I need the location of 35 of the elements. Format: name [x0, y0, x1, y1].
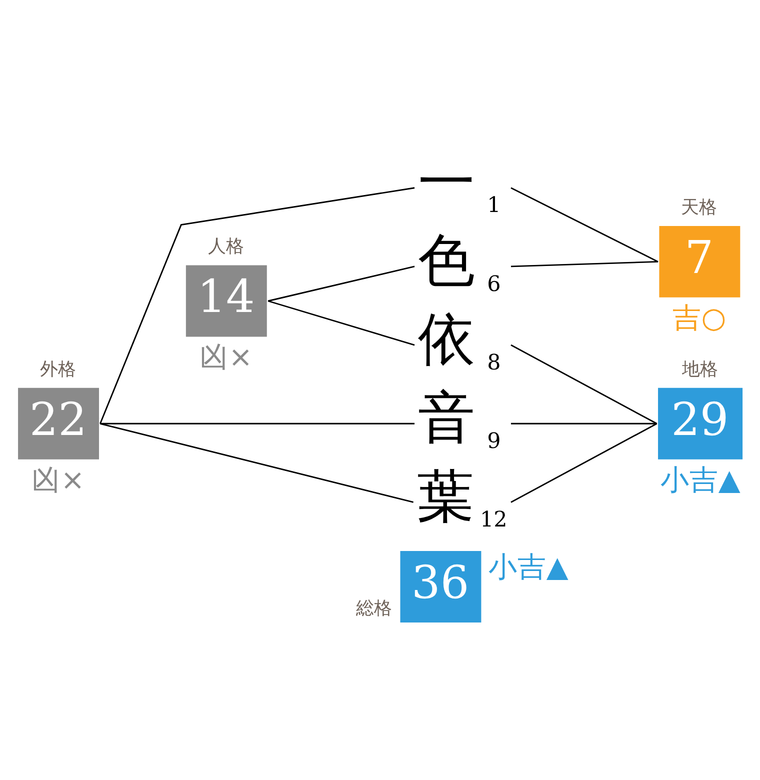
node-label: 1 [487, 193, 501, 218]
connector [510, 422, 657, 424]
node-box: 14 [186, 265, 267, 337]
connector [100, 422, 414, 503]
node-label: 9 [487, 428, 501, 454]
node-label: 小吉▲ [660, 462, 740, 496]
node-label: 総格 [356, 598, 392, 620]
connector [510, 261, 658, 268]
node-label: 人格 [208, 236, 244, 258]
connector [100, 187, 415, 424]
node-label: 天格 [681, 196, 718, 218]
node-label: 凶× [200, 340, 253, 374]
node-box: 22 [18, 388, 99, 460]
node-text: 依 [418, 306, 476, 373]
connector [100, 422, 415, 424]
node-label: 小吉▲ [488, 549, 568, 584]
connector [510, 423, 658, 503]
connector [268, 266, 415, 302]
node-label: 6 [487, 272, 501, 297]
node-label: 8 [487, 350, 501, 376]
node-text: 一 [418, 149, 476, 216]
connector [268, 300, 415, 346]
connector [510, 344, 658, 424]
node-text: 音 [418, 385, 476, 452]
node-label: 吉○ [672, 300, 726, 334]
node-label: 外格 [40, 358, 76, 380]
node-text: 葉 [416, 464, 474, 530]
node-label: 地格 [682, 358, 718, 380]
node-box: 7 [659, 226, 740, 298]
node-box: 36 [400, 551, 482, 622]
node-label: 12 [480, 508, 508, 533]
node-box: 29 [658, 388, 743, 460]
connector [510, 187, 658, 262]
node-label: 凶× [32, 462, 85, 496]
node-text: 色 [418, 228, 476, 294]
